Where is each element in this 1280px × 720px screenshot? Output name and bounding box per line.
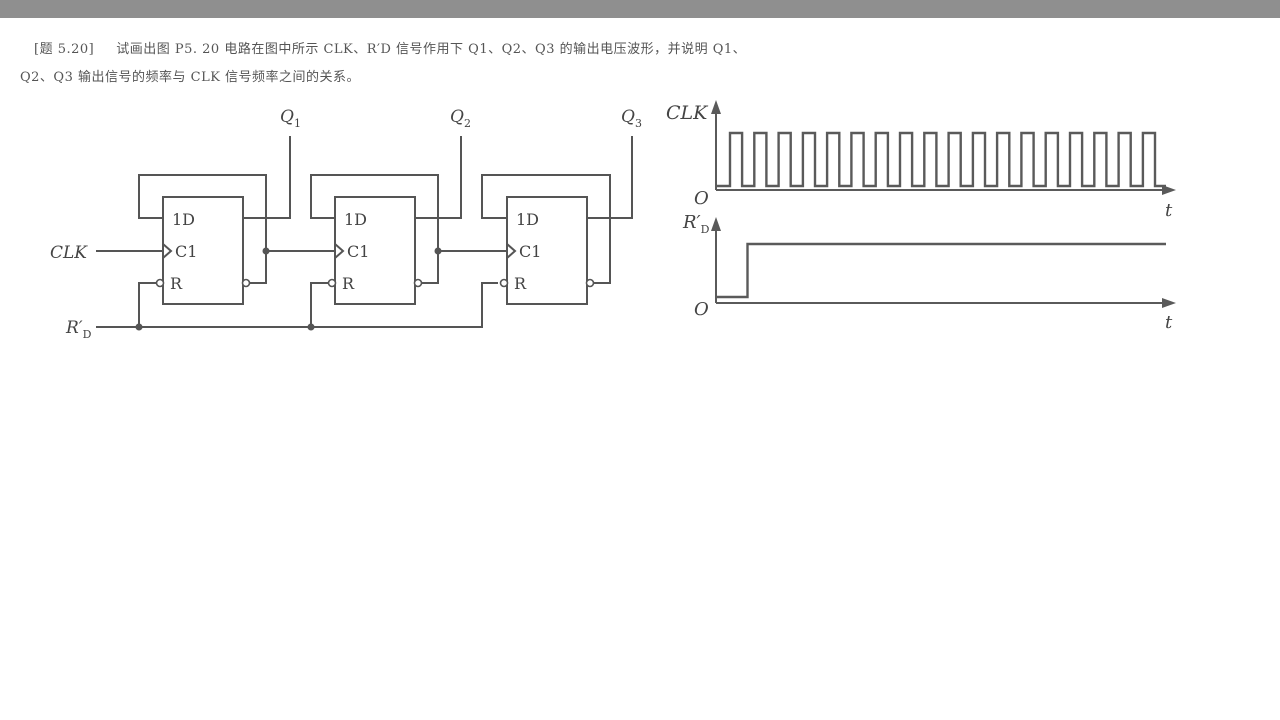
flipflop-3-r-label: R <box>514 274 527 293</box>
flipflop-2-feedback-wire <box>310 174 439 284</box>
q2-label-main: Q <box>450 107 464 127</box>
flipflop-1: 1D C1 R <box>155 196 251 305</box>
q2-label-sub: 2 <box>464 117 471 130</box>
problem-line-2: Q2、Q3 输出信号的频率与 CLK 信号频率之间的关系。 <box>20 70 361 85</box>
clk-origin-label: O <box>694 188 709 209</box>
rd-wave-label-main: R′ <box>682 212 701 233</box>
rd-junction-1 <box>135 323 143 331</box>
clk-wave-label: CLK <box>666 102 709 124</box>
flipflop-3-c-label: C1 <box>519 242 541 261</box>
flipflop-2-c-label: C1 <box>347 242 369 261</box>
flipflop-2-reset-bubble <box>327 278 337 288</box>
q3-label-main: Q <box>621 107 635 127</box>
top-bar <box>0 0 1280 18</box>
flipflop-2-r-label: R <box>342 274 355 293</box>
rd-time-label: t <box>1165 312 1173 333</box>
rd-input-label: R′D <box>65 318 92 341</box>
flipflop-1-c-label: C1 <box>175 242 197 261</box>
ff1-clock-junction <box>262 247 270 255</box>
rd-junction-2 <box>307 323 315 331</box>
flipflop-1-box <box>162 196 244 305</box>
flipflop-2-box <box>334 196 416 305</box>
problem-line-1: [题 5.20] 试画出图 P5. 20 电路在图中所示 CLK、R′D 信号作用… <box>20 36 1260 64</box>
rd-wave-label-sub: D <box>701 223 710 236</box>
rd-y-axis-arrow <box>711 217 721 231</box>
rd-x-axis-arrow <box>1162 298 1176 308</box>
flipflop-3-d-label: 1D <box>516 210 539 229</box>
q1-label-sub: 1 <box>294 117 301 130</box>
q2-output-wire <box>415 136 462 219</box>
flipflop-2: 1D C1 R <box>327 196 423 305</box>
q3-label-sub: 3 <box>635 117 642 130</box>
rd-branch-2 <box>310 282 328 327</box>
flipflop-2-clock-triangle <box>334 243 345 259</box>
flipflop-3-feedback-wire <box>481 174 611 284</box>
flipflop-2-qbar-bubble <box>413 278 423 288</box>
problem-statement: [题 5.20] 试画出图 P5. 20 电路在图中所示 CLK、R′D 信号作用… <box>20 36 1260 92</box>
problem-text-1: 试画出图 P5. 20 电路在图中所示 CLK、R′D 信号作用下 Q1、Q2、… <box>116 42 747 57</box>
clk-time-label: t <box>1165 200 1173 221</box>
rd-branch-1 <box>138 282 157 327</box>
rd-wave-label: R′D <box>682 212 710 236</box>
rd-input-main: R′ <box>65 318 83 338</box>
waveform-diagram: CLK O t R′D O t <box>666 100 1176 333</box>
flipflop-1-reset-bubble <box>155 278 165 288</box>
q3-label: Q3 <box>621 107 642 130</box>
ff2-clock-junction <box>434 247 442 255</box>
rd-waveform <box>716 242 1166 299</box>
q1-output-wire <box>243 136 291 219</box>
q1-label-main: Q <box>280 107 294 127</box>
flipflop-1-clock-triangle <box>162 243 173 259</box>
flipflop-3-clock-triangle <box>506 243 517 259</box>
flipflop-3-reset-bubble <box>499 278 509 288</box>
q1-label: Q1 <box>280 107 301 130</box>
circuit-diagram: CLK R′D 1D C1 R Q1 <box>50 107 642 341</box>
flipflop-1-feedback-wire <box>138 174 267 284</box>
flipflop-3-qbar-bubble <box>585 278 595 288</box>
clk-waveform <box>716 131 1166 188</box>
flipflop-2-d-label: 1D <box>344 210 367 229</box>
clk-y-axis-arrow <box>711 100 721 114</box>
flipflop-1-qbar-bubble <box>241 278 251 288</box>
flipflop-1-r-label: R <box>170 274 183 293</box>
clk-input-label: CLK <box>50 243 88 263</box>
q3-output-wire <box>587 136 633 219</box>
flipflop-1-d-label: 1D <box>172 210 195 229</box>
rd-origin-label: O <box>694 299 709 320</box>
rd-input-sub: D <box>83 328 92 341</box>
problem-number: [题 5.20] <box>34 42 95 57</box>
flipflop-3-box <box>506 196 588 305</box>
rd-bus-wire <box>96 282 498 328</box>
flipflop-3: 1D C1 R <box>499 196 595 305</box>
clk-x-axis-arrow <box>1162 185 1176 195</box>
q2-label: Q2 <box>450 107 471 130</box>
